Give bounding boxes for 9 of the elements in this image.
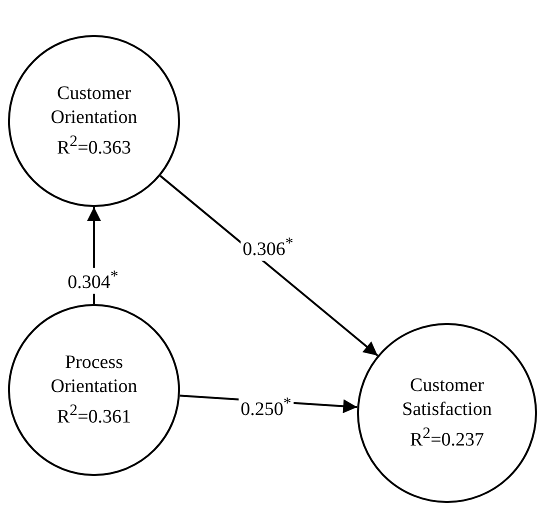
construct-name: Customer Satisfaction bbox=[401, 374, 493, 422]
arrow bbox=[160, 175, 378, 356]
path-coefficient: 0.304$^{*}$ bbox=[66, 268, 120, 294]
r-squared-value: R$^{2}$=0.237 bbox=[410, 424, 484, 452]
construct-name: Customer Orientation bbox=[50, 82, 138, 130]
path-coefficient: 0.306$^{*}$ bbox=[240, 234, 296, 262]
r-squared-value: R$^{2}$=0.361 bbox=[56, 400, 132, 430]
r-squared-value: R$^{2}$=0.363 bbox=[56, 132, 132, 160]
construct-name: Process Orientation bbox=[50, 350, 138, 399]
